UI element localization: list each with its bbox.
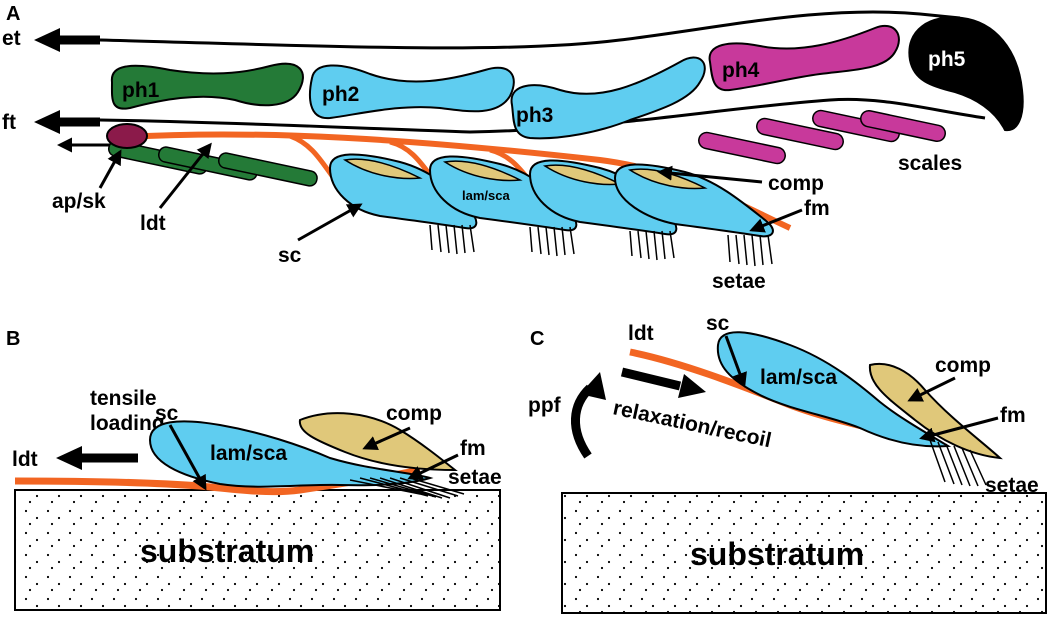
substratum-label-c: substratum bbox=[690, 536, 864, 572]
sc-pointer-a bbox=[297, 203, 363, 242]
substratum-c bbox=[561, 492, 1047, 614]
ppf-arrowhead bbox=[580, 372, 606, 400]
ph4-bone bbox=[708, 25, 900, 92]
ph1-bone bbox=[110, 62, 304, 110]
ap-sk-structure bbox=[106, 123, 148, 149]
setae-label-b: setae bbox=[448, 466, 502, 489]
lamella-c bbox=[716, 331, 952, 448]
lam-sca-label-c: lam/sca bbox=[760, 366, 837, 389]
comp-label-c: comp bbox=[935, 354, 991, 377]
ph3-label: ph3 bbox=[516, 104, 553, 127]
toe-outline bbox=[99, 10, 961, 50]
ph1-label: ph1 bbox=[122, 79, 160, 102]
comp-pointer-c bbox=[907, 376, 956, 402]
comp-label-a: comp bbox=[768, 172, 824, 195]
fm-pointer-b bbox=[407, 453, 459, 480]
fm-label-a: fm bbox=[804, 197, 830, 220]
sc-label-b: sc bbox=[155, 402, 179, 425]
setae-label-a: setae bbox=[712, 270, 766, 293]
setae-label-c: setae bbox=[985, 474, 1039, 497]
ap-sk-pointer bbox=[98, 149, 122, 189]
panel-c-label: C bbox=[530, 328, 544, 350]
tensile-label-2: loading bbox=[90, 412, 165, 435]
lamella-1 bbox=[328, 153, 478, 255]
comp-label-b: comp bbox=[386, 402, 442, 425]
proximal-scales bbox=[107, 140, 318, 187]
comp-pointer-b bbox=[362, 426, 411, 450]
lamella-b bbox=[148, 420, 434, 488]
comp-pointer-a bbox=[657, 165, 763, 184]
sc-label-c: sc bbox=[706, 312, 730, 335]
ldt-label-b: ldt bbox=[12, 448, 38, 471]
sc-pointer-b bbox=[168, 424, 207, 491]
relaxation-arrowhead bbox=[678, 374, 706, 398]
relaxation-arrow bbox=[620, 367, 682, 391]
panel-a-label: A bbox=[6, 3, 20, 25]
scales-group bbox=[698, 109, 946, 165]
ppf-label: ppf bbox=[528, 394, 562, 417]
ldt-label-a: ldt bbox=[140, 212, 166, 235]
ppf-arrow bbox=[571, 384, 594, 459]
setae-b bbox=[349, 477, 465, 499]
ph3-bone bbox=[510, 56, 706, 140]
ph5-claw bbox=[908, 16, 1024, 132]
ph2-label: ph2 bbox=[322, 83, 359, 106]
sc-pointer-c bbox=[724, 335, 747, 388]
fm-label-b: fm bbox=[460, 437, 486, 460]
sc-label-a: sc bbox=[278, 244, 302, 267]
comp-c bbox=[868, 362, 1003, 460]
tensile-arrowhead bbox=[56, 446, 82, 470]
et-arrowhead bbox=[34, 28, 60, 52]
lam-sca-label-a: lam/sca bbox=[462, 188, 510, 203]
scales-label: scales bbox=[898, 152, 962, 175]
lamella-2 bbox=[428, 155, 578, 257]
ph4-label: ph4 bbox=[722, 59, 760, 82]
ldt-pointer-a bbox=[158, 142, 212, 209]
lamella-3 bbox=[528, 159, 678, 261]
fm-pointer-a bbox=[749, 208, 803, 233]
substratum-b bbox=[14, 489, 501, 611]
et-label: et bbox=[2, 27, 21, 50]
setae-c bbox=[929, 439, 987, 487]
ft-label: ft bbox=[2, 111, 16, 134]
relaxation-label: relaxation/recoil bbox=[611, 396, 773, 452]
ft-arrowhead bbox=[34, 110, 60, 134]
fm-pointer-c bbox=[919, 416, 999, 443]
substratum-label-b: substratum bbox=[140, 533, 314, 569]
ap-sk-label: ap/sk bbox=[52, 190, 106, 213]
fm-label-c: fm bbox=[1000, 404, 1026, 427]
lamellae-group-a bbox=[328, 153, 774, 267]
tensile-label-1: tensile bbox=[90, 387, 157, 410]
panel-b-label: B bbox=[6, 328, 20, 350]
ph2-bone bbox=[309, 64, 515, 120]
lam-sca-label-b: lam/sca bbox=[210, 442, 287, 465]
ldt-label-c: ldt bbox=[628, 322, 654, 345]
ph5-label: ph5 bbox=[928, 48, 966, 71]
